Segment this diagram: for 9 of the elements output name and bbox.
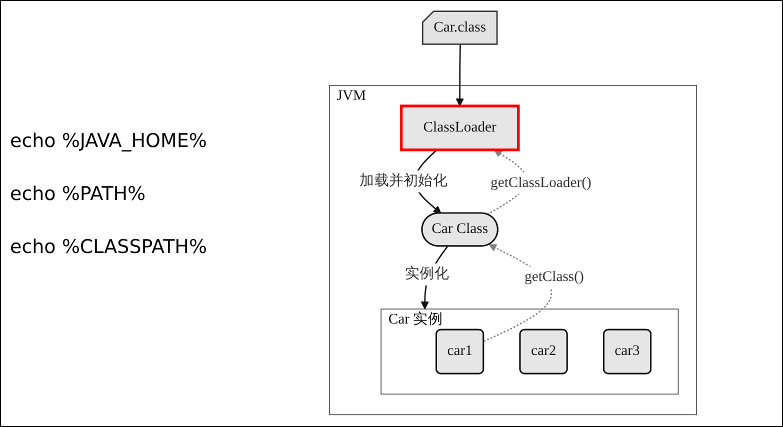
node-box: ClassLoader bbox=[400, 104, 520, 152]
edge-label: getClassLoader() bbox=[490, 174, 592, 190]
command-text: echo %CLASSPATH% bbox=[10, 236, 208, 258]
arrow bbox=[456, 44, 464, 106]
edge-label: 加载并初始化 bbox=[360, 173, 448, 189]
command-text: echo %PATH% bbox=[10, 183, 146, 205]
edge-label: 实例化 bbox=[405, 266, 450, 282]
command-text: echo %JAVA_HOME% bbox=[10, 130, 207, 152]
edge-label: getClass() bbox=[524, 269, 584, 285]
